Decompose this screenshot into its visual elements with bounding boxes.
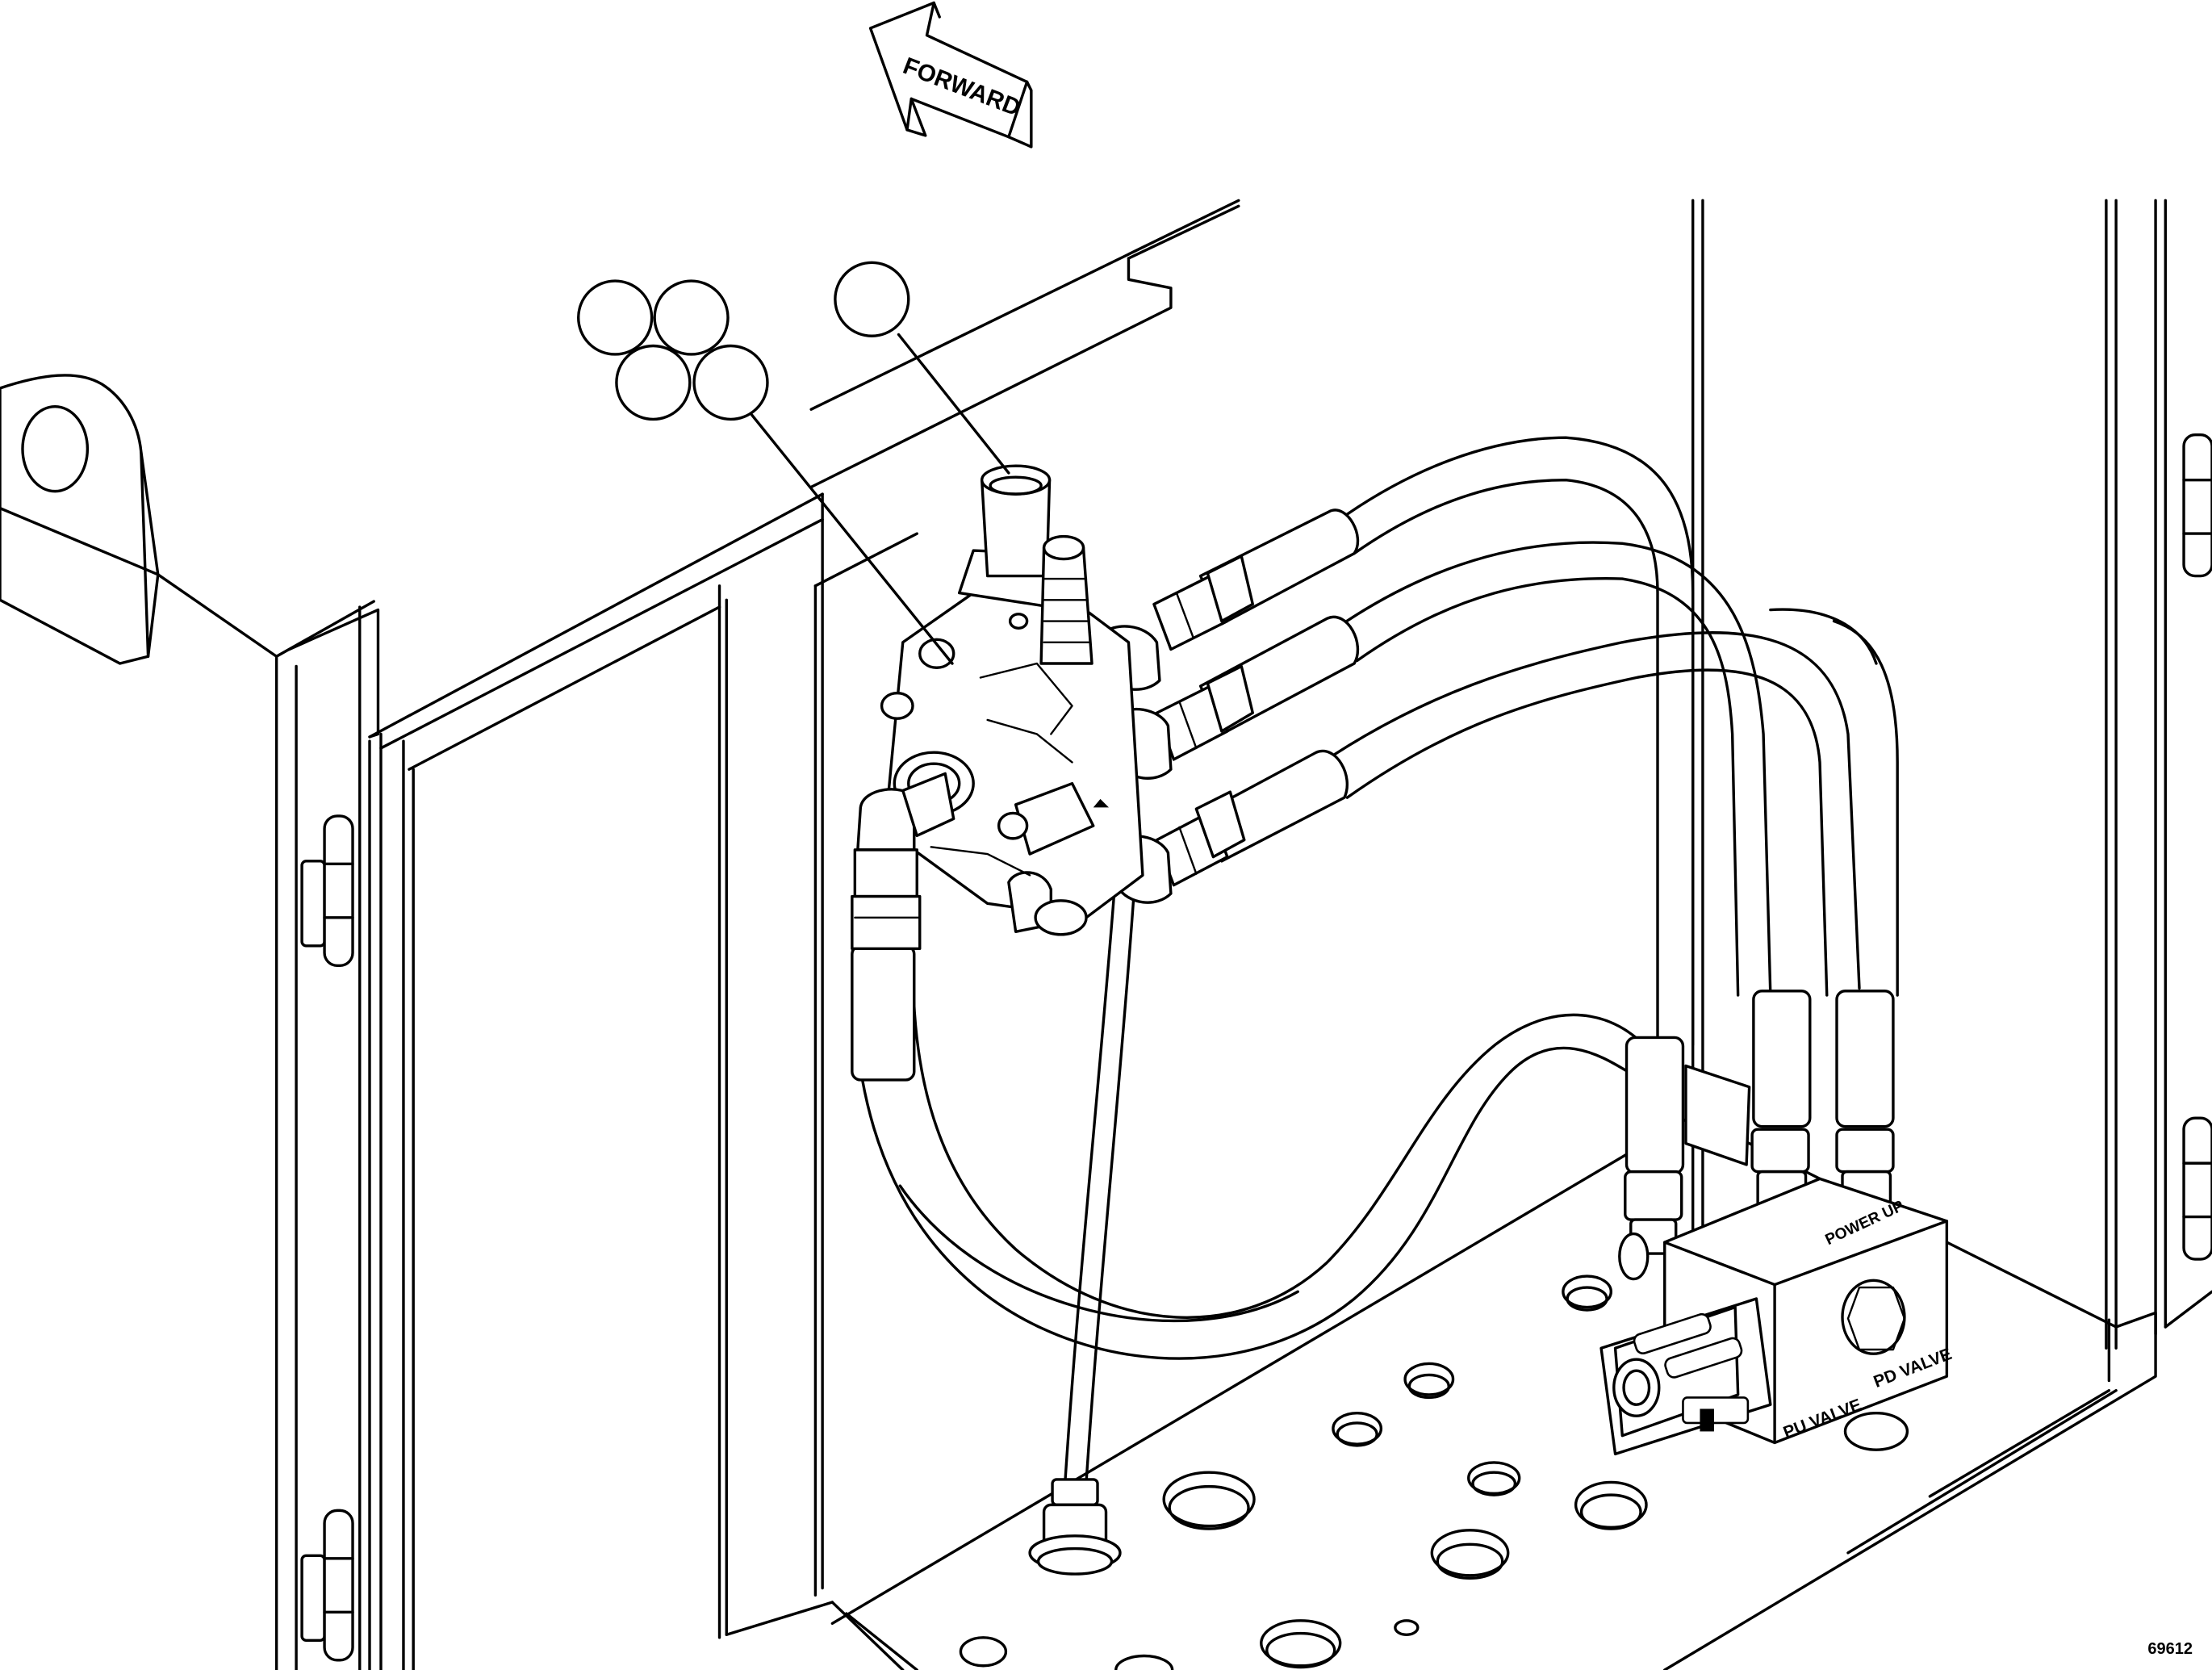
callouts	[579, 262, 1009, 663]
door-hinge-upper	[302, 816, 353, 965]
lifting-eye	[0, 375, 158, 663]
filler-neck	[982, 466, 1050, 576]
right-hinge-lower	[2184, 1118, 2212, 1259]
leader-line-valve-bolt	[752, 415, 952, 663]
leader-line-filler-neck	[899, 334, 1009, 472]
cabinet-left-door	[158, 494, 917, 1670]
hose-bundle	[852, 437, 1897, 1173]
hose-sleeve-g	[852, 946, 914, 1080]
solenoid-connector-icon	[1601, 1299, 1771, 1454]
callout-circle-icon	[579, 281, 652, 354]
hose-sleeve-f	[1837, 991, 1893, 1127]
floor-holes	[960, 1276, 1907, 1670]
drawing-number: 69612	[2147, 1640, 2193, 1658]
hose-sleeve-e	[1754, 991, 1810, 1127]
hand-pump-valve	[882, 466, 1143, 935]
valve-block: POWER UP PU VALVE PD VALVE	[1601, 1065, 1955, 1454]
return-elbow	[852, 773, 954, 948]
relief-valve-cartridge	[1041, 537, 1092, 663]
hex-plug-icon	[1842, 1280, 1905, 1354]
callout-circle-icon	[617, 345, 690, 419]
fitting-a	[1154, 556, 1252, 649]
fitting-b	[1156, 667, 1252, 760]
forward-arrow: FORWARD	[871, 2, 1031, 146]
callout-circle-icon	[694, 345, 767, 419]
floor-fitting	[1030, 1480, 1120, 1574]
pressure-line-to-floor	[1030, 889, 1134, 1574]
right-hinge-upper	[2184, 435, 2212, 576]
callout-circle-icon	[835, 262, 909, 336]
hose-sleeve-d	[1627, 1037, 1683, 1173]
callout-circle-icon	[654, 281, 728, 354]
forward-arrow-icon	[871, 2, 1027, 136]
hose-return-loop	[852, 918, 1664, 1358]
cabinet-floor-plate	[832, 1115, 2156, 1670]
cabinet-top-plate	[811, 200, 1239, 487]
door-hinge-lower	[302, 1510, 353, 1660]
